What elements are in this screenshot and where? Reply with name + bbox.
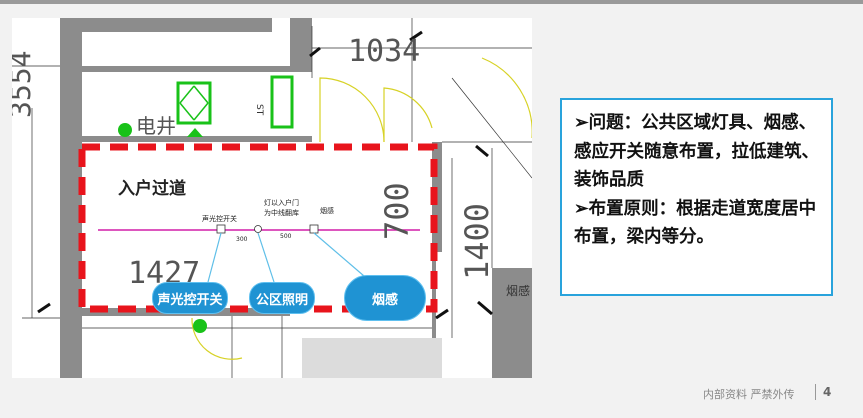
dimension-1400: 1400 xyxy=(458,202,496,280)
floor-plan-lines xyxy=(12,18,532,378)
shaft-box-right xyxy=(270,75,294,129)
switch-note: 声光控开关 xyxy=(202,215,237,223)
footer-divider xyxy=(815,384,816,400)
shaft-box-left xyxy=(176,81,212,125)
callout-smoke: 烟感 xyxy=(344,275,426,321)
side-smoke-label: 烟感 xyxy=(506,284,531,298)
wall-far-right xyxy=(492,268,532,378)
shaft-mark: ST xyxy=(254,104,264,116)
info-box: ➢问题：公共区域灯具、烟感、感应开关随意布置，拉低建筑、装饰品质 ➢布置原则：根… xyxy=(560,98,833,296)
wall-left-upper xyxy=(60,18,82,142)
wall-shaft-bottom xyxy=(82,136,312,142)
green-marker-bottom xyxy=(193,319,207,333)
smoke-symbol xyxy=(309,224,319,234)
dimension-top: 1034 xyxy=(348,34,421,69)
dimension-300: 300 xyxy=(236,236,248,243)
problem-statement: ➢问题：公共区域灯具、烟感、感应开关随意布置，拉低建筑、装饰品质 xyxy=(574,112,819,189)
wall-right-lower xyxy=(432,252,436,378)
confidential-notice: 内部资料 严禁外传 xyxy=(703,388,795,401)
page-number: 4 xyxy=(823,385,832,399)
dimension-500: 500 xyxy=(280,233,292,240)
callout-lighting: 公区照明 xyxy=(249,282,315,314)
elevator-shaft-label: 电井 xyxy=(136,114,176,138)
light-note-1: 灯以入户门 xyxy=(264,199,299,207)
smoke-note: 烟感 xyxy=(320,207,334,215)
principle-statement: ➢布置原则：根据走道宽度居中布置，梁内等分。 xyxy=(574,197,817,247)
wall-left-lower xyxy=(60,142,82,378)
top-rule xyxy=(0,0,863,4)
wall-top-right xyxy=(290,18,312,66)
corridor-title: 入户过道 xyxy=(118,179,186,199)
dimension-700: 700 xyxy=(378,182,416,240)
dimension-left: 3554 xyxy=(12,50,37,118)
green-marker xyxy=(118,123,132,137)
wall-shaft-top xyxy=(82,66,312,72)
light-note-2: 为中线翻库 xyxy=(264,209,299,217)
floor-patch xyxy=(302,338,442,378)
cad-drawing: 入户过道 电井 1034 3554 700 1400 1427 烟感 ST 声光… xyxy=(12,18,532,378)
callout-switch: 声光控开关 xyxy=(152,282,228,314)
wall-top xyxy=(82,18,272,32)
switch-symbol xyxy=(216,224,226,234)
light-symbol xyxy=(254,225,262,233)
